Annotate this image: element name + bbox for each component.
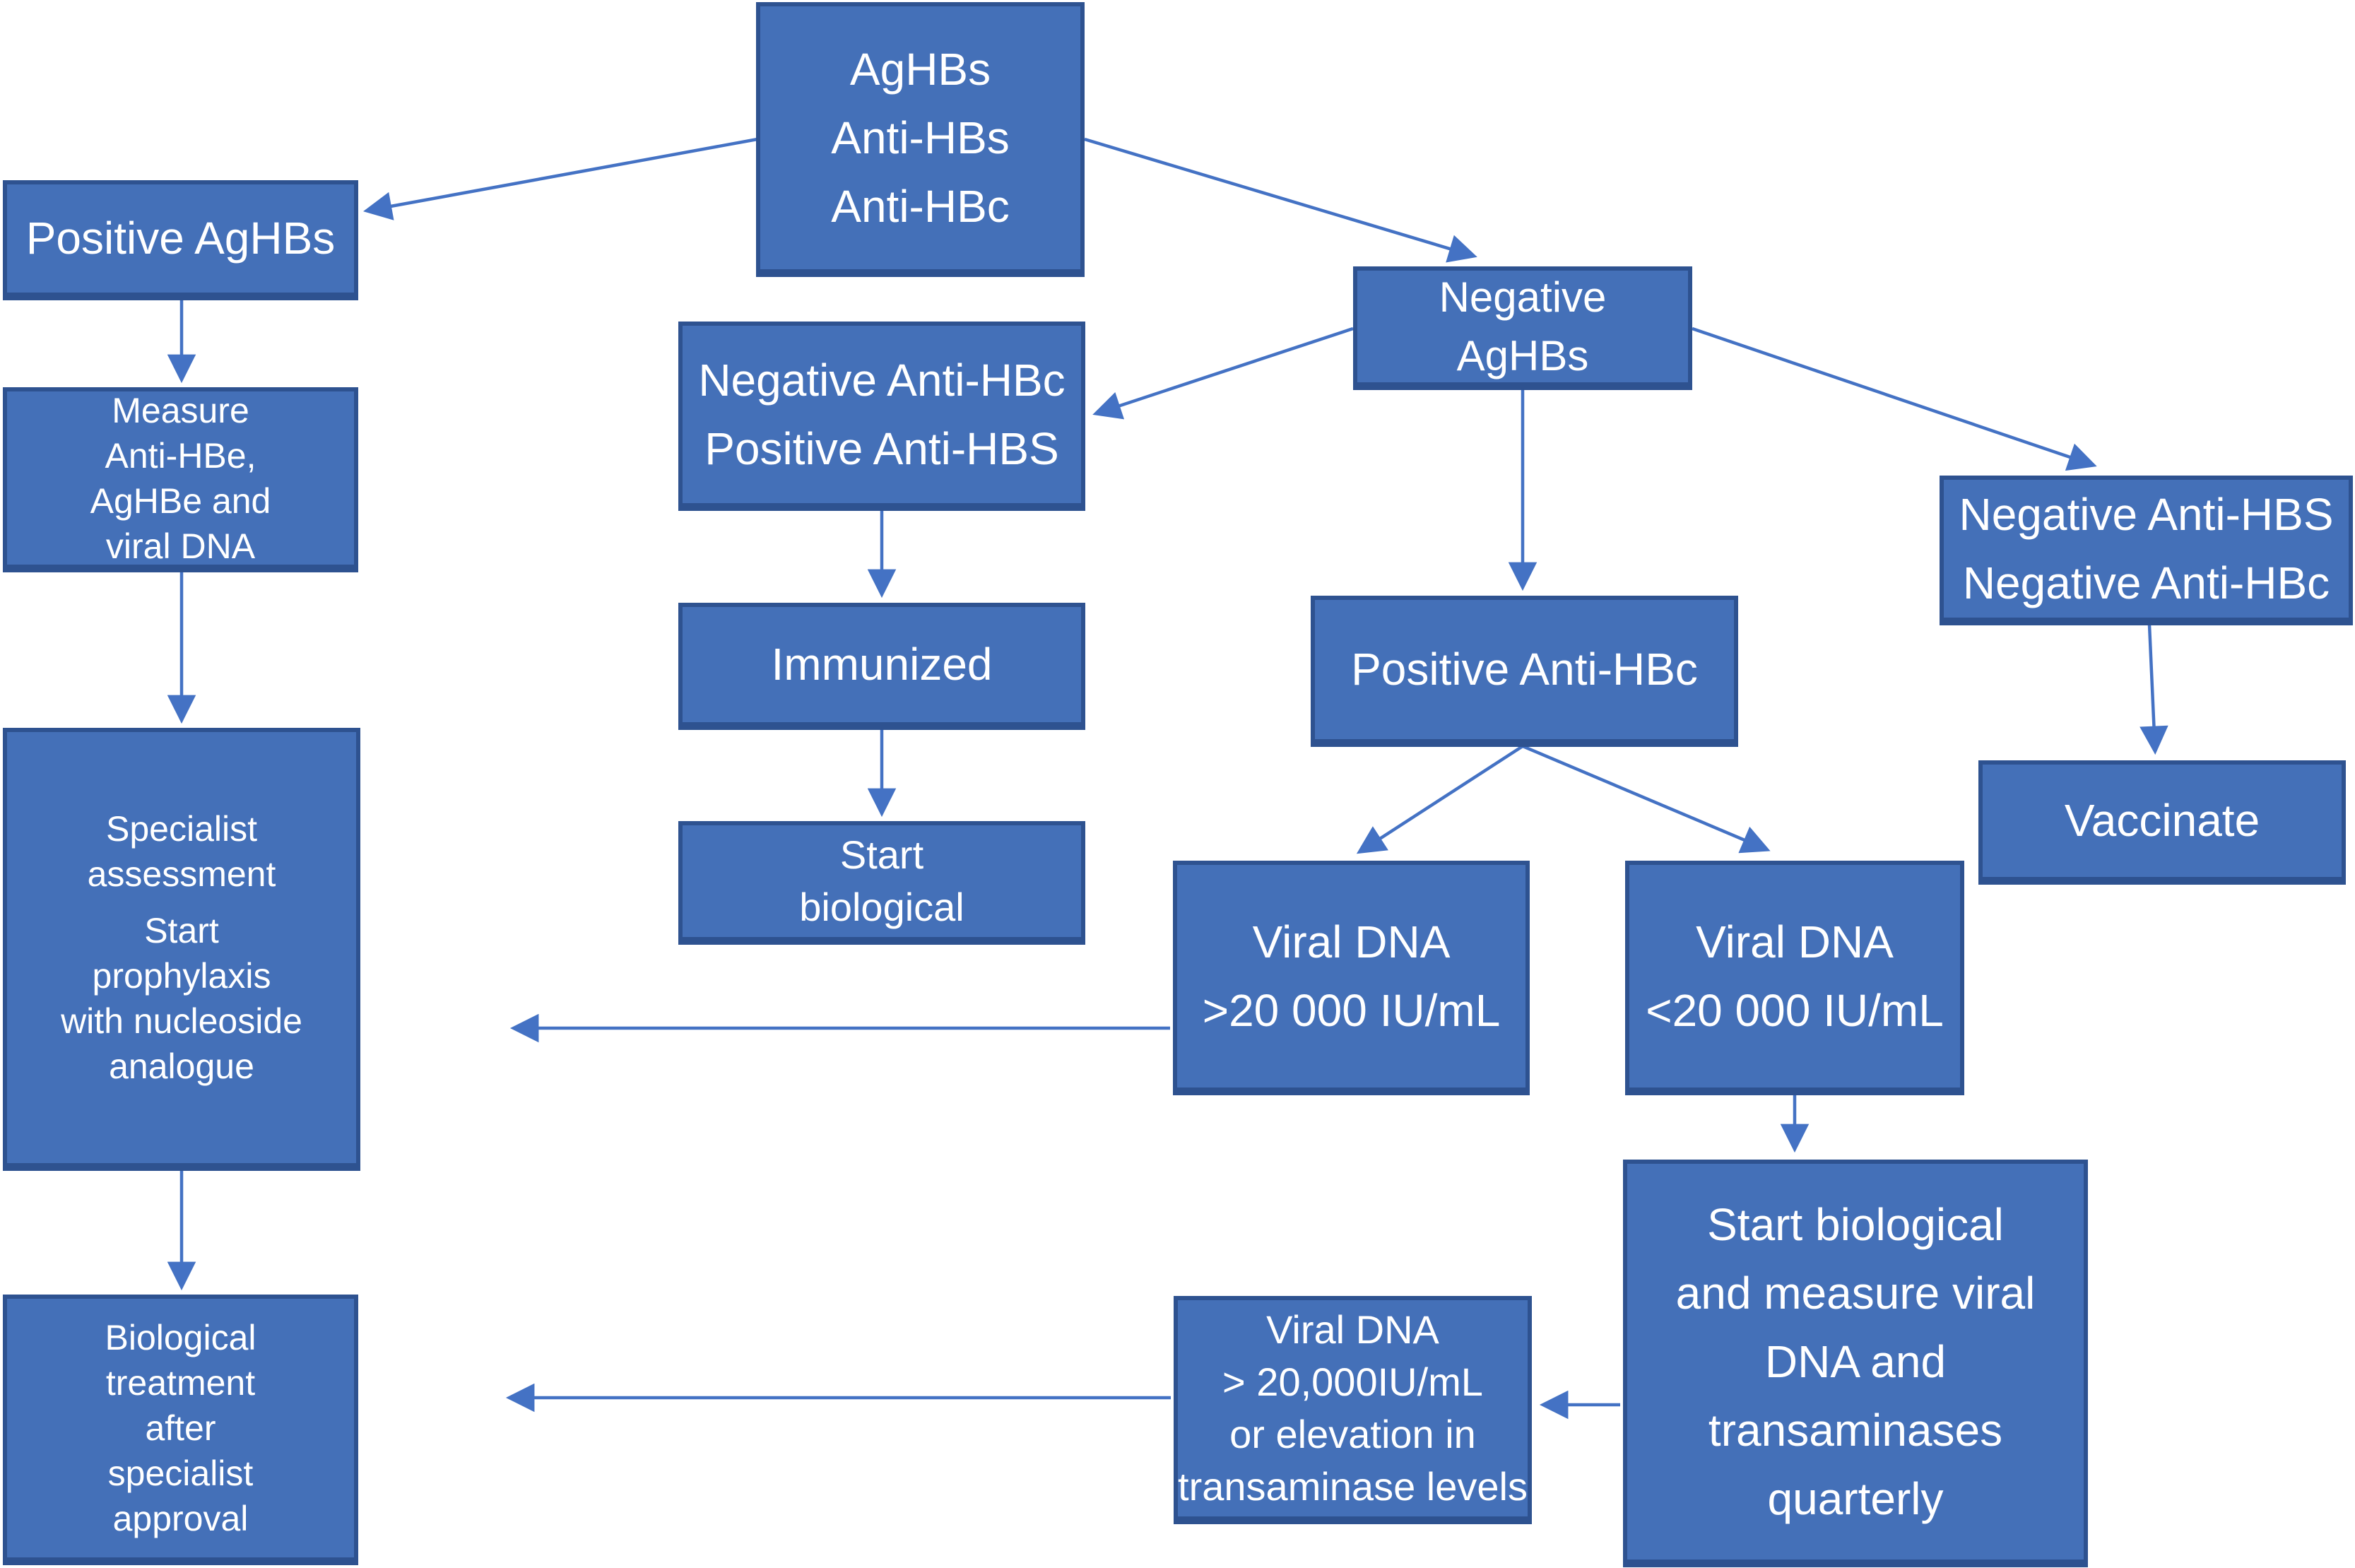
node-viral-dna-high: Viral DNA >20 000 IU/mL	[1173, 861, 1530, 1092]
node-viral-dna-elevation: Viral DNA > 20,000IU/mL or elevation in …	[1174, 1296, 1532, 1521]
node-viral-dna-low: Viral DNA <20 000 IU/mL	[1625, 861, 1964, 1092]
arrow-neghbs-to-vaccinate	[2139, 624, 2168, 755]
node-label: Viral DNA	[1696, 916, 1894, 967]
node-serology-panel: AgHBs Anti-HBs Anti-HBc	[756, 2, 1085, 273]
node-label: >20 000 IU/mL	[1202, 984, 1501, 1036]
node-label: Positive Anti-HBc	[1351, 644, 1698, 695]
node-label: or elevation in	[1229, 1412, 1476, 1456]
arrow-antihbc-to-viral-low	[1522, 744, 1771, 854]
node-label: <20 000 IU/mL	[1646, 984, 1944, 1036]
node-label: Viral DNA	[1252, 916, 1451, 967]
node-label: DNA and transaminases	[1708, 1336, 2003, 1456]
node-label: Negative Anti-HBc	[698, 354, 1066, 406]
node-label: Vaccinate	[2064, 795, 2260, 846]
node-vaccinate: Vaccinate	[1978, 760, 2346, 881]
node-label: Anti-HBe,	[105, 435, 256, 476]
node-label: Viral DNA	[1266, 1307, 1439, 1352]
node-neg-antihbs-neg-antihbc: Negative Anti-HBS Negative Anti-HBc	[1940, 476, 2353, 622]
node-label: Biological	[105, 1318, 256, 1357]
node-label: Negative	[1439, 273, 1607, 321]
node-label: Start	[839, 832, 924, 877]
node-label: AgHBe and	[90, 481, 271, 521]
node-label: assessment	[87, 854, 276, 894]
node-label: AgHBs	[849, 43, 991, 95]
arrow-panel-to-negative-aghbs	[1084, 137, 1477, 263]
node-label: Positive AgHBs	[25, 213, 336, 264]
arrow-negaghbs-to-neghbc-poshbs	[1092, 326, 1354, 420]
node-label: transaminase levels	[1178, 1464, 1528, 1509]
node-label: Anti-HBc	[831, 180, 1010, 232]
node-label: treatment	[105, 1363, 256, 1403]
node-measure-anti-hbe: Measure Anti-HBe, AgHBe and viral DNA	[3, 387, 358, 569]
node-positive-aghbs: Positive AgHBs	[3, 180, 358, 297]
node-start-bio-measure-quarterly: Start biological and measure viral DNA a…	[1623, 1160, 2088, 1564]
arrow-panel-to-positive-aghbs	[363, 137, 758, 220]
arrow-negaghbs-to-neghbs-neghbc	[1692, 326, 2097, 471]
node-label: Positive Anti-HBS	[704, 423, 1059, 474]
node-label: with nucleoside	[61, 1001, 302, 1041]
node-label: AgHBs	[1456, 332, 1589, 379]
node-label: Immunized	[771, 639, 993, 690]
node-label: after	[145, 1408, 216, 1448]
node-immunized: Immunized	[678, 603, 1085, 726]
node-start-biological: Start biological	[678, 821, 1085, 941]
node-label: > 20,000IU/mL	[1222, 1360, 1483, 1404]
node-label: Start biological	[1707, 1198, 2004, 1250]
node-label: quarterly	[1767, 1473, 1944, 1524]
node-label: specialist	[107, 1454, 254, 1493]
node-label: Anti-HBs	[831, 112, 1010, 163]
node-label: viral DNA	[105, 526, 256, 566]
node-label: prophylaxis	[92, 956, 271, 996]
node-label: approval	[112, 1499, 249, 1538]
node-label: Specialist	[106, 809, 257, 849]
node-biological-treatment: Biological treatment after specialist ap…	[3, 1295, 358, 1562]
node-label: and measure viral	[1675, 1267, 2036, 1319]
arrow-antihbc-to-viral-high	[1356, 745, 1524, 854]
node-positive-antihbc: Positive Anti-HBc	[1311, 596, 1738, 743]
node-negative-aghbs: Negative AgHBs	[1353, 266, 1692, 387]
node-label: Measure	[112, 390, 249, 430]
node-label: biological	[799, 885, 964, 929]
node-label: Start	[144, 911, 219, 950]
node-specialist-assessment: Specialist assessment Start prophylaxis …	[3, 728, 360, 1167]
node-label: Negative Anti-HBS	[1959, 488, 2334, 540]
node-label: analogue	[109, 1047, 254, 1086]
node-neg-antihbc-pos-antihbs: Negative Anti-HBc Positive Anti-HBS	[678, 322, 1085, 507]
node-label: Negative Anti-HBc	[1962, 557, 2330, 608]
